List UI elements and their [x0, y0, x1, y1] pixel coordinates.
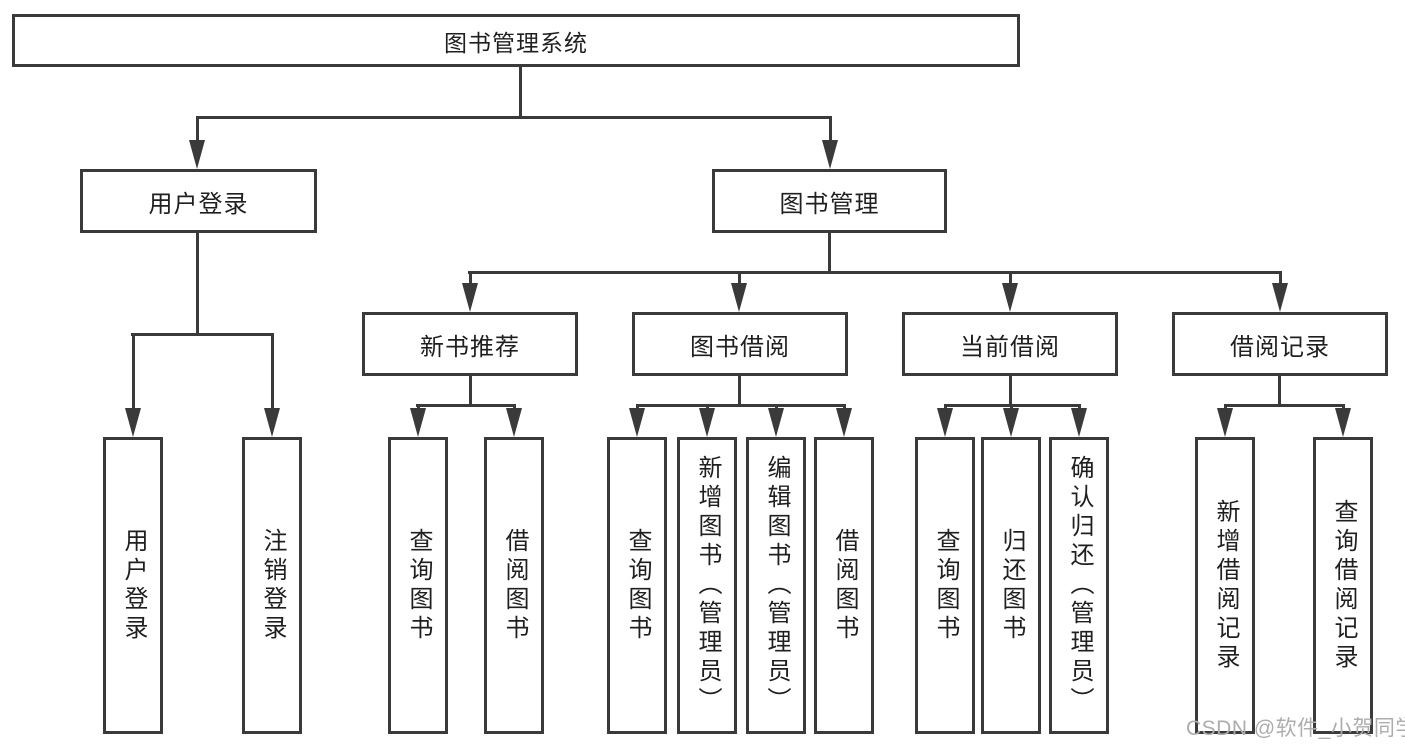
- connector-line: [468, 271, 1282, 274]
- arrow-down-icon: [506, 408, 522, 437]
- node-book-management: 图书管理: [712, 169, 947, 233]
- leaf-user-login: 用户登录: [103, 437, 163, 734]
- connector-line: [1278, 375, 1281, 407]
- node-new-book-recommendation: 新书推荐: [362, 312, 578, 376]
- node-current-borrowing: 当前借阅: [902, 312, 1118, 376]
- connector-line: [131, 333, 274, 336]
- leaf-borrow-books-recommend: 借阅图书: [484, 437, 544, 734]
- arrow-down-icon: [1071, 408, 1087, 437]
- connector-line: [1279, 271, 1282, 287]
- connector-line: [416, 404, 516, 407]
- arrow-down-icon: [822, 140, 838, 169]
- connector-line: [636, 404, 846, 407]
- arrow-down-icon: [264, 408, 280, 437]
- node-user-login: 用户登录: [80, 169, 317, 233]
- arrow-down-icon: [1003, 408, 1019, 437]
- connector-line: [1224, 404, 1345, 407]
- arrow-down-icon: [1272, 283, 1288, 312]
- arrow-down-icon: [1217, 408, 1233, 437]
- connector-line: [132, 333, 135, 415]
- leaf-add-books-admin: 新增图书（管理员）: [677, 437, 737, 734]
- leaf-edit-books-admin: 编辑图书（管理员）: [746, 437, 806, 734]
- connector-line: [738, 271, 741, 287]
- node-root-system: 图书管理系统: [12, 14, 1020, 67]
- connector-line: [738, 375, 741, 407]
- connector-line: [196, 233, 199, 336]
- arrow-down-icon: [937, 408, 953, 437]
- connector-line: [469, 375, 472, 407]
- leaf-logout: 注销登录: [242, 437, 302, 734]
- arrow-down-icon: [1002, 283, 1018, 312]
- arrow-down-icon: [836, 408, 852, 437]
- leaf-query-books-borrowing: 查询图书: [607, 437, 667, 734]
- connector-line: [1009, 375, 1012, 407]
- node-book-borrowing: 图书借阅: [632, 312, 848, 376]
- leaf-query-books-current: 查询图书: [915, 437, 975, 734]
- connector-line: [828, 233, 831, 274]
- leaf-confirm-return-admin: 确认归还（管理员）: [1049, 437, 1109, 734]
- arrow-down-icon: [629, 408, 645, 437]
- arrow-down-icon: [189, 140, 205, 169]
- leaf-query-books-recommend: 查询图书: [388, 437, 448, 734]
- arrow-down-icon: [462, 283, 478, 312]
- connector-line: [519, 67, 522, 118]
- connector-line: [469, 271, 472, 287]
- node-borrowing-records: 借阅记录: [1172, 312, 1388, 376]
- leaf-add-borrow-record: 新增借阅记录: [1195, 437, 1255, 734]
- connector-line: [829, 116, 832, 144]
- connector-line: [1009, 271, 1012, 287]
- leaf-return-books: 归还图书: [981, 437, 1041, 734]
- leaf-borrow-books: 借阅图书: [814, 437, 874, 734]
- arrow-down-icon: [1335, 408, 1351, 437]
- arrow-down-icon: [768, 408, 784, 437]
- arrow-down-icon: [731, 283, 747, 312]
- connector-line: [196, 116, 832, 119]
- csdn-watermark: CSDN @软件_小贺同学: [1186, 717, 1405, 740]
- connector-line: [196, 116, 199, 144]
- arrow-down-icon: [699, 408, 715, 437]
- arrow-down-icon: [410, 408, 426, 437]
- leaf-query-borrow-record: 查询借阅记录: [1313, 437, 1373, 734]
- connector-line: [271, 333, 274, 415]
- arrow-down-icon: [125, 408, 141, 437]
